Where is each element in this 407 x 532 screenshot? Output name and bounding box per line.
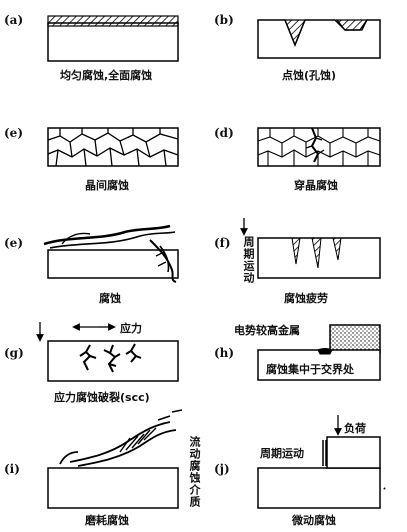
panel-b-caption: 点蚀(孔蚀) — [282, 69, 337, 82]
panel-i-caption: 磨耗腐蚀 — [85, 514, 129, 527]
panel-i-label: (i) — [4, 462, 20, 476]
panel-e-block — [43, 224, 179, 283]
panel-h-block — [257, 324, 381, 381]
panel-g-label: (g) — [4, 346, 24, 360]
panel-g-caption: 应力腐蚀破裂(scc) — [54, 391, 150, 404]
panel-d-grains — [257, 127, 381, 167]
panel-c-label: (e) — [4, 126, 23, 140]
panel-h-top-text: 电势较高金属 — [234, 324, 300, 337]
panel-e-label: (e) — [4, 236, 23, 250]
panel-f-label: (f) — [214, 236, 231, 250]
panel-b-label: (b) — [214, 13, 234, 27]
panel-f-caption: 腐蚀疲劳 — [284, 292, 328, 305]
panel-i-side-text: 流动腐蚀介质 — [188, 436, 201, 508]
panel-d-caption: 穿晶腐蚀 — [294, 179, 338, 192]
panel-j-load-text: 负荷 — [344, 422, 366, 435]
panel-f-block — [240, 218, 381, 279]
panel-b-block — [257, 19, 381, 59]
panel-a-block — [47, 15, 179, 62]
panel-c-grains — [47, 127, 179, 167]
panel-g-block — [36, 322, 179, 382]
panel-g-arrow-text: 应力 — [120, 322, 142, 335]
panel-d-label: (d) — [214, 126, 234, 140]
panel-j-motion-text: 周期运动 — [260, 447, 304, 460]
panel-h-inside-text: 腐蚀集中于交界处 — [266, 363, 354, 376]
panel-a-label: (a) — [4, 13, 24, 27]
panel-j-caption: 微动腐蚀 — [292, 514, 336, 527]
panel-j-label: (j) — [214, 462, 230, 476]
panel-i-block — [47, 409, 183, 509]
panel-c-caption: 晶间腐蚀 — [85, 179, 129, 192]
panel-f-side-text: 周期运动 — [242, 236, 255, 284]
panel-j-block — [257, 415, 386, 509]
panel-h-label: (h) — [214, 346, 235, 360]
panel-e-caption: 腐蚀 — [99, 292, 121, 305]
panel-a-caption: 均匀腐蚀,全面腐蚀 — [60, 69, 153, 82]
